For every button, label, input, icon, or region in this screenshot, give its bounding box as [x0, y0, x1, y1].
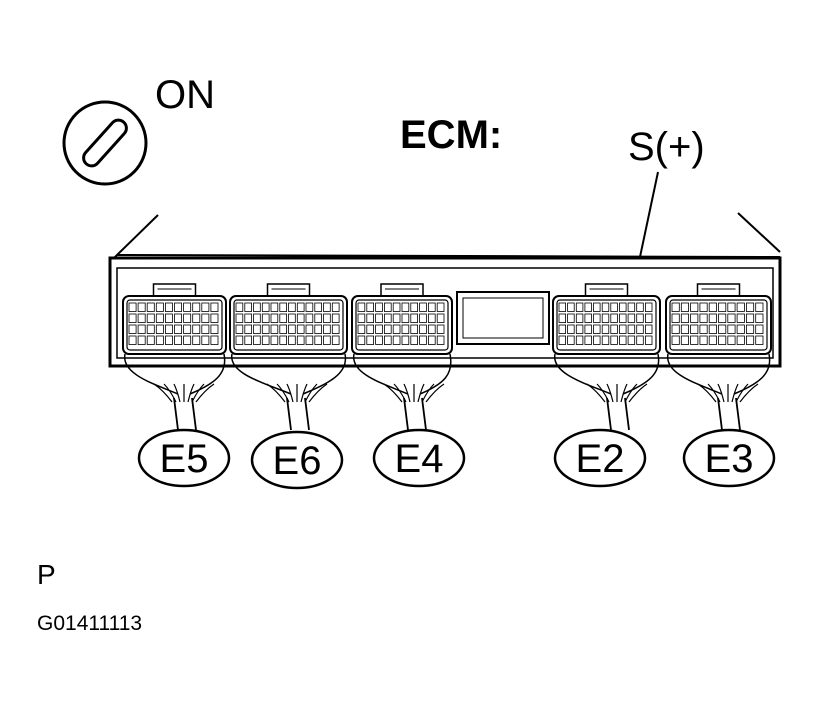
wire-harness-e6 — [231, 353, 347, 431]
connector-label-e2: E2 — [553, 428, 647, 488]
figure-id: G01411113 — [37, 612, 142, 635]
connector-label-text: E5 — [160, 437, 209, 481]
connector-socket-e5 — [122, 283, 227, 355]
connector-socket-e6 — [229, 283, 348, 355]
ignition-switch-icon — [62, 100, 148, 186]
connector-socket-e2 — [552, 283, 661, 355]
connector-label-e5: E5 — [137, 428, 231, 488]
connector-label-text: E6 — [273, 439, 322, 483]
connector-oval — [250, 430, 344, 490]
switch-on-label: ON — [155, 73, 215, 117]
connector-label-text: E3 — [705, 437, 754, 481]
wire-harness-e3 — [667, 353, 771, 431]
connector-oval — [137, 428, 231, 488]
connector-socket-e3 — [665, 283, 772, 355]
connector-socket-e4 — [351, 283, 453, 355]
wire-harness-e4 — [353, 353, 452, 431]
page-marker: P — [37, 559, 56, 590]
connector-oval — [553, 428, 647, 488]
connector-label-e4: E4 — [372, 428, 466, 488]
connector-label-e3: E3 — [682, 428, 776, 488]
connector-label-text: E4 — [395, 437, 444, 481]
connector-oval — [372, 428, 466, 488]
ecm-title: ECM: — [400, 113, 502, 157]
wire-harness-e5 — [124, 353, 226, 431]
terminal-label: S(+) — [628, 125, 705, 169]
connector-label-text: E2 — [576, 437, 625, 481]
connector-oval — [682, 428, 776, 488]
connector-label-e6: E6 — [250, 430, 344, 490]
wire-harness-e2 — [554, 353, 660, 431]
